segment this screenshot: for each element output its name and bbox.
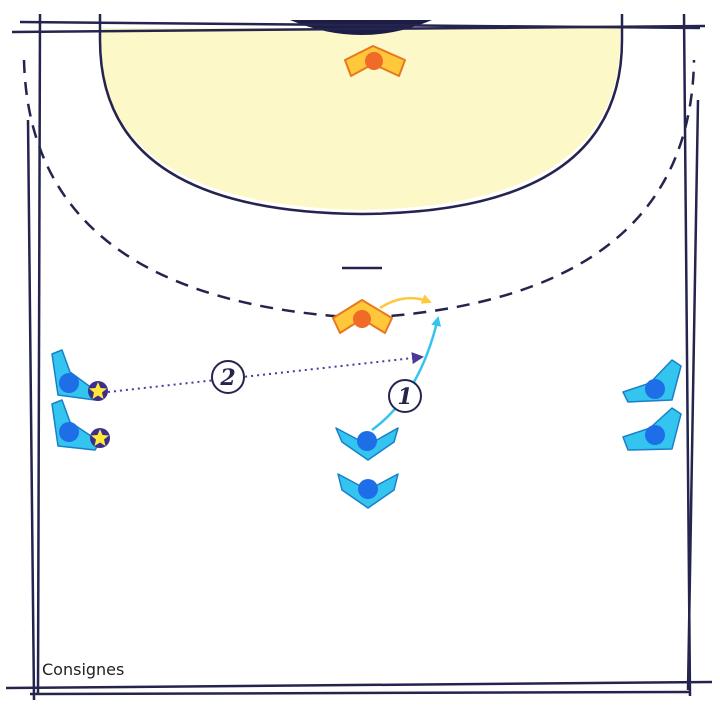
court-outline (5, 13, 713, 701)
attacker-right-wing-waiting (622, 407, 682, 451)
step-label-2-text: 2 (219, 365, 235, 391)
attacker-center-back (335, 427, 399, 461)
caption-consignes: Consignes (42, 660, 125, 679)
goal-area (100, 28, 620, 210)
step-label-1: 1 (388, 379, 422, 413)
run-arrow-1 (371, 316, 442, 432)
ball-star-icon (88, 381, 108, 401)
ball-star-icon (90, 428, 110, 448)
attacker-right-wing (622, 359, 682, 403)
step-label-2: 2 (211, 360, 245, 394)
pass-arrow-2 (107, 352, 424, 393)
attacker-center-back-waiting (337, 473, 399, 509)
attacker-left-wing (51, 349, 101, 401)
goal-area-line (98, 14, 624, 216)
defender-move-arrow (379, 294, 432, 310)
goalkeeper (344, 45, 406, 77)
defender (332, 299, 393, 334)
step-label-1-text: 1 (397, 384, 412, 410)
free-throw-line (22, 59, 696, 320)
